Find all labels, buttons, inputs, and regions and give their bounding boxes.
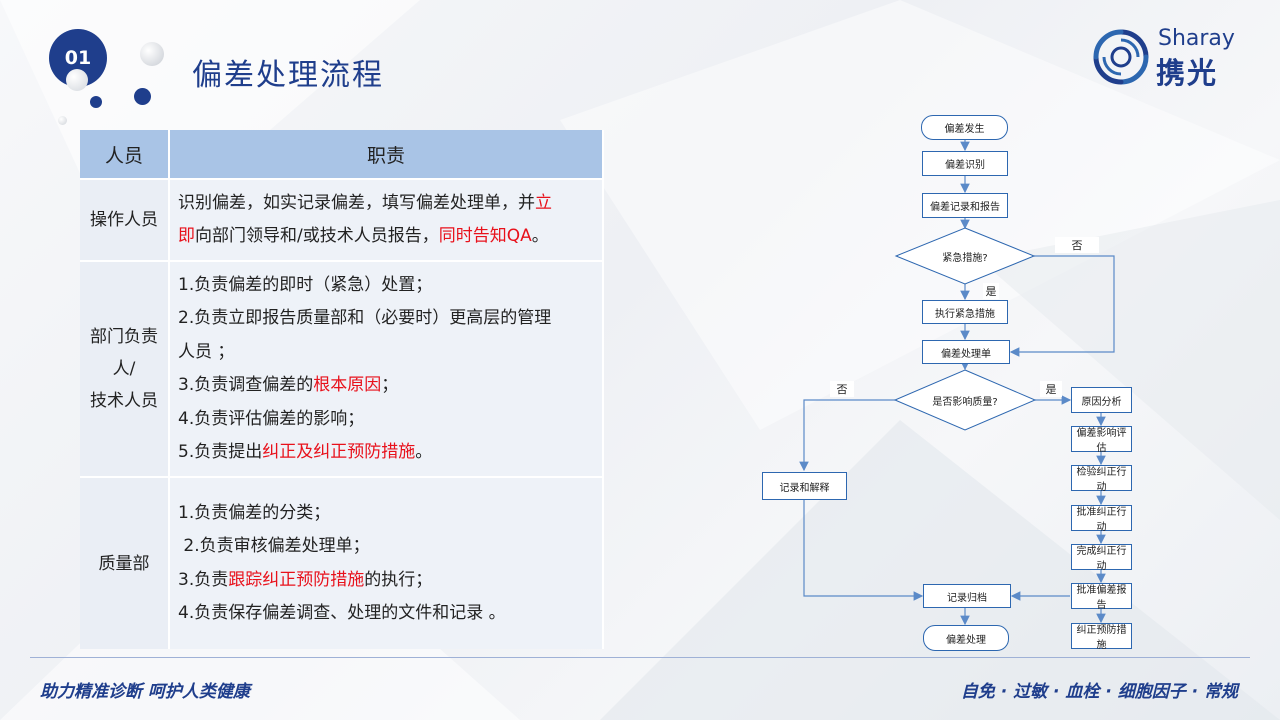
flow-capa-node: 纠正预防措施 (1071, 623, 1132, 651)
duty-text: 1.负责偏差的分类； (178, 502, 331, 523)
flow-start-node: 偏差发生 (921, 115, 1008, 140)
logo-text-en: Sharay (1158, 26, 1235, 51)
flow-approve-node: 批准纠正行动 (1071, 505, 1132, 533)
footer-slogan: 助力精准诊断 呵护人类健康 (40, 682, 250, 702)
page-title: 偏差处理流程 (192, 58, 384, 93)
duty-line: 1.负责偏差的即时（紧急）处置； (178, 269, 594, 303)
decor-dot-gray (140, 42, 164, 66)
decor-dot-light (66, 69, 88, 91)
decor-dot-blue-large (134, 88, 151, 105)
duty-text: 的执行； (364, 569, 433, 590)
duty-line: 5.负责提出纠正及纠正预防措施。 (178, 436, 594, 470)
duty-text: 人员 ； (178, 341, 235, 362)
duty-line: 即向部门领导和/或技术人员报告，同时告知QA。 (178, 220, 594, 254)
duty-highlight: 即 (178, 226, 195, 246)
duty-text: 4.负责评估偏差的影响； (178, 408, 365, 429)
duty-line: 2.负责立即报告质量部和（必要时）更高层的管理 (178, 302, 594, 336)
footer-product-lines: 自免 · 过敏 · 血栓 · 细胞因子 · 常规 (960, 682, 1238, 702)
duty-text: 。 (415, 442, 433, 462)
role-line: 技术人员 (90, 391, 158, 411)
column-header-duty: 职责 (169, 130, 604, 179)
role-line: 质量部 (98, 553, 150, 574)
flow-identify-node: 偏差识别 (922, 151, 1008, 176)
duty-line: 1.负责偏差的分类； (178, 497, 594, 531)
flow-verify-node: 检验纠正行动 (1071, 465, 1132, 493)
role-line: 操作人员 (90, 210, 158, 230)
duty-text: 1.负责偏差的即时（紧急）处置； (178, 274, 433, 295)
table-row: 质量部 1.负责偏差的分类； 2.负责审核偏差处理单； 3.负责跟踪纠正预防措施的执… (80, 476, 604, 649)
duty-line: 3.负责跟踪纠正预防措施的执行； (178, 564, 594, 598)
flow-archive-node: 记录归档 (923, 584, 1011, 608)
role-line: 人/ (112, 359, 136, 379)
duty-highlight: 跟踪纠正预防措施 (228, 569, 365, 590)
role-cell: 操作人员 (80, 178, 170, 261)
company-logo: Sharay 携光 (1090, 24, 1250, 90)
role-cell: 质量部 (80, 476, 170, 649)
duty-line: 4.负责评估偏差的影响； (178, 403, 594, 437)
decision-urgent-diamond (894, 227, 1036, 285)
table-row: 部门负责人/技术人员 1.负责偏差的即时（紧急）处置； 2.负责立即报告质量部和（必… (80, 260, 604, 477)
duty-cell: 1.负责偏差的即时（紧急）处置； 2.负责立即报告质量部和（必要时）更高层的管理人… (169, 260, 604, 477)
duty-line: 识别偏差，如实记录偏差，填写偏差处理单，并立 (178, 187, 594, 221)
duty-line: 2.负责审核偏差处理单； (178, 530, 594, 564)
logo-text-cn: 携光 (1156, 56, 1219, 90)
decor-dot-tiny (58, 116, 67, 125)
decision-quality-diamond (893, 369, 1037, 431)
duty-text: 5.负责提出 (178, 442, 263, 462)
duty-text: 2.负责审核偏差处理单； (178, 536, 370, 556)
flow-urgent-yes-label: 是 (983, 283, 999, 299)
duty-highlight: 根本原因 (313, 375, 382, 395)
duty-line: 人员 ； (178, 336, 594, 370)
flow-record-report-node: 偏差记录和报告 (922, 193, 1008, 218)
duty-text: 2.负责立即报告质量部和（必要时）更高层的管理 (178, 308, 552, 328)
duty-text: 3.负责 (178, 569, 229, 590)
duty-text: 向部门领导和/或技术人员报告， (195, 226, 439, 246)
duty-text: ； (381, 375, 399, 395)
column-header-role: 人员 (80, 130, 170, 179)
duty-highlight: 纠正及纠正预防措施 (262, 442, 416, 462)
flow-quality-yes-label: 是 (1040, 381, 1062, 397)
flow-impact-node: 偏差影响评估 (1071, 426, 1132, 454)
duty-text: 。 (531, 226, 549, 246)
duty-line: 4.负责保存偏差调查、处理的文件和记录 。 (178, 597, 594, 631)
role-cell: 部门负责人/技术人员 (80, 260, 170, 477)
flow-urgent-no-label: 否 (1055, 237, 1099, 253)
table-header-row: 人员 职责 (80, 130, 604, 179)
table-row: 操作人员识别偏差，如实记录偏差，填写偏差处理单，并立即向部门领导和/或技术人员报… (80, 178, 604, 261)
responsibility-table: 人员 职责 操作人员识别偏差，如实记录偏差，填写偏差处理单，并立即向部门领导和/… (80, 130, 604, 649)
duty-highlight: 立 (535, 192, 552, 213)
duty-highlight: 同时告知QA (438, 226, 532, 246)
duty-text: 4.负责保存偏差调查、处理的文件和记录 。 (178, 603, 506, 623)
flow-process-form-node: 偏差处理单 (922, 340, 1010, 364)
duty-text: 3.负责调查偏差的 (178, 375, 314, 395)
duty-text: 识别偏差，如实记录偏差，填写偏差处理单，并 (178, 192, 535, 213)
flow-record-explain-node: 记录和解释 (762, 472, 847, 500)
flow-quality-question: 是否影响质量? (932, 397, 998, 408)
decor-dot-blue-small (90, 96, 102, 108)
duty-cell: 1.负责偏差的分类； 2.负责审核偏差处理单； 3.负责跟踪纠正预防措施的执行； 4… (169, 476, 604, 649)
role-line: 部门负责 (90, 327, 158, 347)
duty-line: 3.负责调查偏差的根本原因； (178, 369, 594, 403)
flow-end-node: 偏差处理 (923, 625, 1009, 651)
flow-quality-no-label: 否 (830, 381, 854, 397)
flow-urgent-question: 紧急措施? (942, 253, 988, 264)
footer-divider (30, 657, 1250, 658)
flow-approve-report-node: 批准偏差报告 (1071, 583, 1132, 611)
duty-cell: 识别偏差，如实记录偏差，填写偏差处理单，并立即向部门领导和/或技术人员报告，同时… (169, 178, 604, 261)
flow-root-cause-node: 原因分析 (1071, 387, 1132, 413)
flow-exec-urgent-node: 执行紧急措施 (922, 300, 1008, 324)
logo-swirl-icon (1093, 29, 1149, 85)
flow-complete-node: 完成纠正行动 (1071, 544, 1132, 572)
